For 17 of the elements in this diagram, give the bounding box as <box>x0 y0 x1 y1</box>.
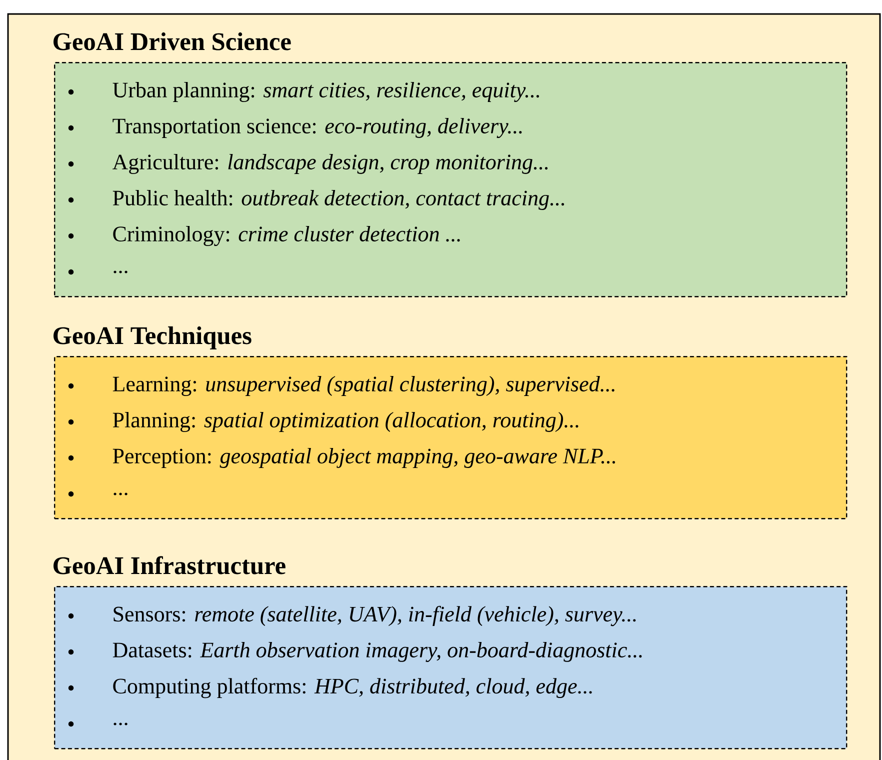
section-heading: GeoAI Techniques <box>54 326 252 350</box>
bullet-item: Agriculture: landscape design, crop monitoring... <box>68 154 548 174</box>
bullet-item: Computing platforms: HPC, distributed, cloud, edge... <box>68 678 592 698</box>
section-heading: GeoAI Driven Science <box>54 32 291 50</box>
bullet-item: Criminology: crime cluster detection ... <box>68 226 460 246</box>
bullet-item: ... <box>68 721 128 727</box>
bullet-item: ... <box>68 491 128 497</box>
bullet-item: Perception: geospatial object mapping, geo-aware NLP... <box>68 448 616 468</box>
bullet-item: Urban planning: smart cities, resilience, equity... <box>68 82 540 102</box>
bullet-item: Public health: outbreak detection, contact tracing... <box>68 190 564 210</box>
bullet-item: ... <box>68 269 128 275</box>
bullet-item: Learning: unsupervised (spatial clustering), supervised... <box>68 376 614 396</box>
bullet-item: Transportation science: eco-routing, delivery... <box>68 118 522 138</box>
bullet-item: Sensors: remote (satellite, UAV), in-field (vehicle), survey... <box>68 606 636 626</box>
bullet-item: Datasets: Earth observation imagery, on-board-diagnostic... <box>68 642 642 662</box>
section-heading: GeoAI Infrastructure <box>54 556 286 574</box>
bullet-item: Planning: spatial optimization (allocation, routing)... <box>68 412 578 432</box>
